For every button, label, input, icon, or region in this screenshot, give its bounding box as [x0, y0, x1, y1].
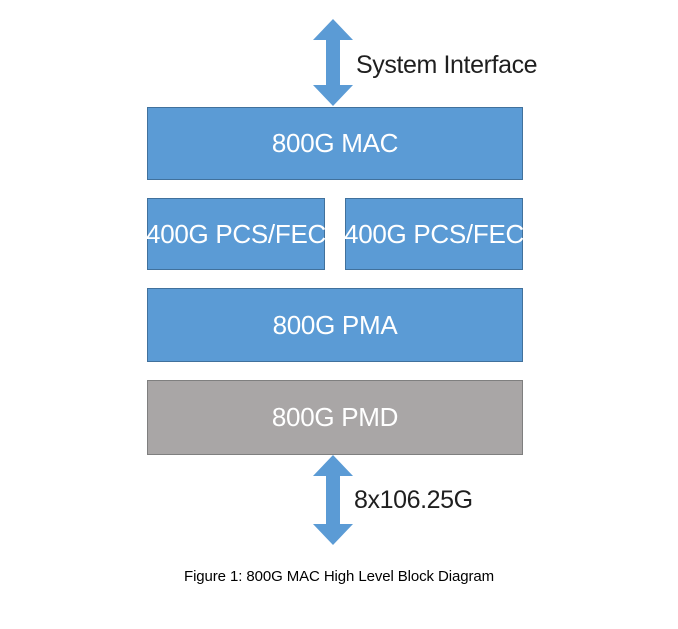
block-400g-pcs-fec-left: 400G PCS/FEC — [146, 198, 326, 270]
up-down-arrow-icon — [313, 455, 353, 545]
block-400g-pcs-fec-right: 400G PCS/FEC — [344, 198, 524, 270]
figure-caption: Figure 1: 800G MAC High Level Block Diag… — [184, 568, 494, 585]
block-label: 800G MAC — [271, 128, 399, 158]
block-800g-pmd: 800G PMD — [147, 380, 523, 455]
block-label: 800G PMA — [272, 309, 398, 340]
block-label: 400G PCS/FEC — [146, 218, 326, 249]
system-interface-label: System Interface — [356, 51, 538, 79]
block-800g-mac: 800G MAC — [147, 107, 523, 180]
block-800g-pma: 800G PMA — [147, 288, 523, 362]
up-down-arrow-icon — [313, 19, 353, 106]
block-label: 800G PMD — [271, 402, 399, 432]
line-rate-label: 8x106.25G — [354, 486, 473, 514]
block-label: 400G PCS/FEC — [344, 218, 524, 249]
